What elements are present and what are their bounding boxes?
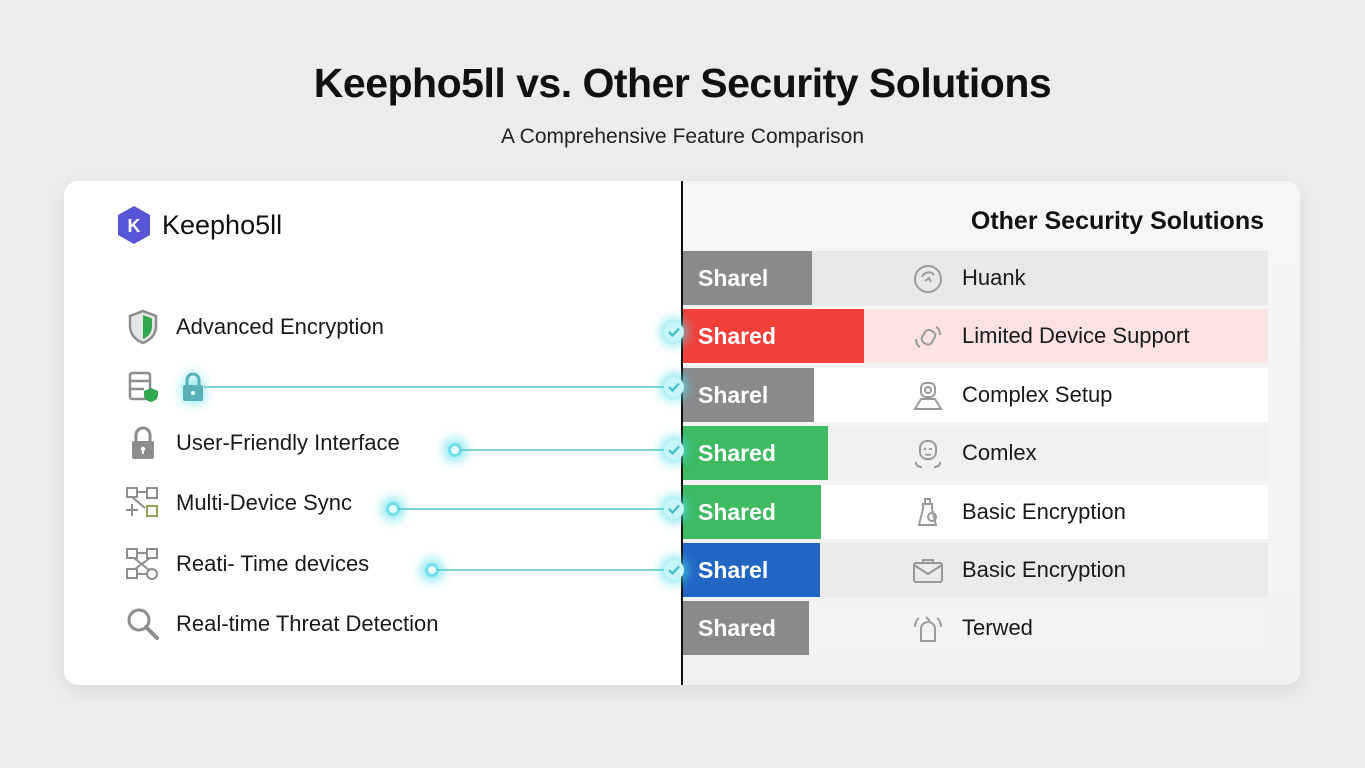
comparison-row: Shared Limited Device Support: [682, 309, 1268, 363]
shared-bar: Sharel: [682, 368, 814, 422]
check-icon: [664, 499, 684, 519]
feature-label: Reati- Time devices: [176, 551, 370, 576]
server-shield-icon: [124, 368, 162, 406]
comparison-row: Shared Terwed: [682, 601, 1268, 655]
panel-divider: [681, 181, 683, 685]
row-label: Comlex: [962, 440, 1037, 465]
device-scan-icon: [915, 326, 941, 348]
other-solutions-panel: Other Security Solutions Sharel Huank Sh…: [682, 181, 1300, 685]
check-icon: [664, 377, 684, 397]
connector-line: [398, 508, 674, 510]
other-solutions-title: Other Security Solutions: [970, 207, 1264, 235]
row-label: Terwed: [962, 615, 1033, 640]
feature-advanced-encryption: Advanced Encryption: [124, 308, 384, 346]
connector-line: [204, 386, 674, 388]
face-icon: [915, 440, 941, 468]
brand-logo-icon: K: [118, 206, 150, 244]
comparison-row: Shared Basic Encryption: [682, 485, 1268, 539]
check-icon: [664, 322, 684, 342]
feature-real-time-devices: Reati- Time devices: [124, 545, 369, 583]
feature-label: Real-time Threat Detection: [176, 611, 439, 636]
check-icon: [664, 560, 684, 580]
keepho5ll-panel: K Keepho5ll Advanced Encryption Use: [64, 181, 681, 685]
comparison-row: Shared Comlex: [682, 426, 1268, 480]
comparison-row: Sharel Basic Encryption: [682, 543, 1268, 597]
network-icon: [124, 545, 162, 583]
check-icon: [664, 440, 684, 460]
user-setup-icon: [913, 382, 943, 410]
feature-label: Multi-Device Sync: [176, 490, 353, 515]
row-label: Limited Device Support: [962, 323, 1190, 348]
alarm-icon: [914, 616, 942, 642]
row-label: Basic Encryption: [962, 557, 1126, 582]
shared-bar: Shared: [682, 485, 821, 539]
shared-bar: Shared: [682, 309, 864, 363]
lock-icon: [174, 368, 212, 406]
comparison-card: K Keepho5ll Advanced Encryption Use: [64, 181, 1300, 685]
search-icon: [124, 605, 162, 643]
brand-name: Keepho5ll: [162, 209, 283, 240]
row-label: Basic Encryption: [962, 499, 1126, 524]
page-title: Keepho5ll vs. Other Security Solutions: [313, 60, 1052, 106]
refresh-circle-icon: [914, 265, 942, 293]
connector-line: [460, 449, 674, 451]
shared-bar: Shared: [682, 601, 809, 655]
brand: K Keepho5ll: [116, 205, 282, 245]
shared-bar: Sharel: [682, 543, 820, 597]
connector-line: [437, 569, 674, 571]
feature-multi-device-sync: Multi-Device Sync: [124, 484, 352, 522]
feature-label: User-Friendly Interface: [176, 430, 400, 455]
comparison-row: Sharel Complex Setup: [682, 368, 1268, 422]
shared-bar: Sharel: [682, 251, 812, 305]
shared-bar: Shared: [682, 426, 828, 480]
feature-real-time-threat-detection: Real-time Threat Detection: [124, 605, 439, 643]
mail-icon: [913, 559, 943, 583]
feature-server-lock: [124, 368, 212, 406]
svg-text:K: K: [128, 216, 141, 236]
feature-label: Advanced Encryption: [176, 314, 384, 339]
bottle-icon: [917, 498, 938, 526]
feature-user-friendly-interface: User-Friendly Interface: [124, 424, 400, 462]
row-label: Huank: [962, 265, 1026, 290]
row-label: Complex Setup: [962, 382, 1113, 407]
sync-devices-icon: [124, 484, 162, 522]
shield-icon: [124, 308, 162, 346]
comparison-row: Sharel Huank: [682, 251, 1268, 305]
lock-icon: [124, 424, 162, 462]
page-subtitle: A Comprehensive Feature Comparison: [500, 125, 864, 148]
